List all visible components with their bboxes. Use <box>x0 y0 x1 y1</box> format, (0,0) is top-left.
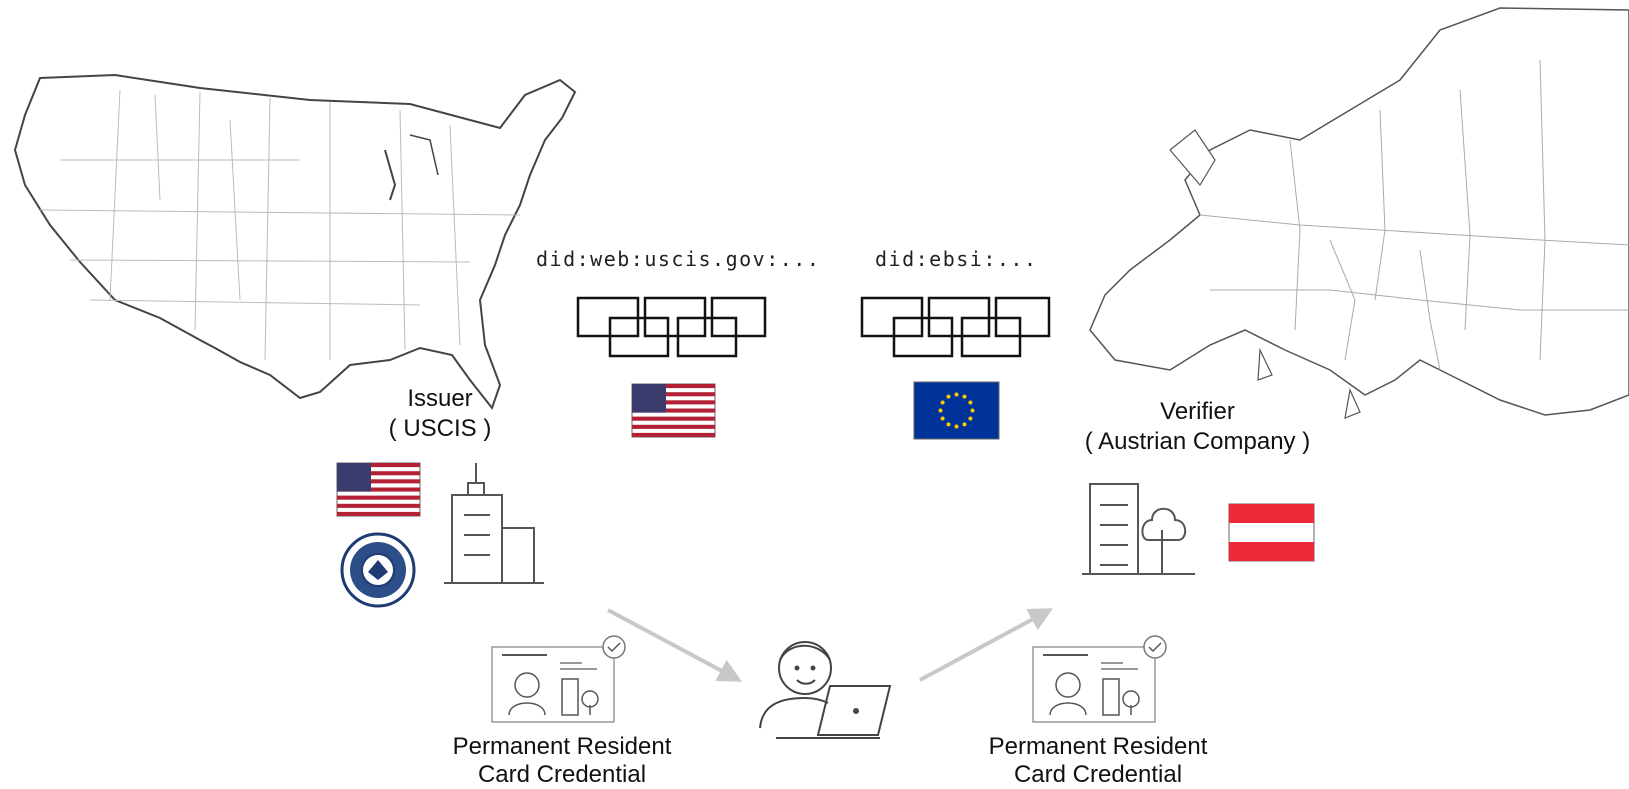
austria-flag-icon <box>1228 503 1315 562</box>
issuer-label: Issuer ( USCIS ) <box>360 384 520 444</box>
credential-card-icon <box>1032 635 1167 723</box>
credential-label-line2: Card Credential <box>477 761 647 788</box>
us-flag-icon <box>631 383 716 438</box>
verifier-label: Verifier ( Austrian Company ) <box>1060 397 1335 457</box>
arrow-icon <box>919 608 1054 682</box>
holder-laptop-icon <box>759 641 892 739</box>
arrow-icon <box>607 608 743 682</box>
us-flag-icon <box>336 462 421 517</box>
credential-label-line1: Permanent Resident <box>988 733 1208 760</box>
ledger-did-us: did:web:uscis.gov:... <box>536 247 821 271</box>
blockchain-icon <box>576 296 767 358</box>
issuer-building-icon <box>444 463 544 584</box>
eu-flag-icon <box>913 381 1000 440</box>
credential-label-line1: Permanent Resident <box>452 733 672 760</box>
credential-label-line2: Card Credential <box>1013 761 1183 788</box>
verifier-name: ( Austrian Company ) <box>1084 428 1311 455</box>
credential-label-issued: Permanent Resident Card Credential <box>412 733 712 789</box>
dhs-seal-icon <box>340 532 416 608</box>
verifier-role: Verifier <box>1160 398 1235 425</box>
verifier-building-icon <box>1082 483 1195 575</box>
europe-map-icon <box>1089 7 1629 419</box>
blockchain-icon <box>860 296 1051 358</box>
credential-card-icon <box>491 635 626 723</box>
credential-label-presented: Permanent Resident Card Credential <box>948 733 1248 789</box>
ledger-did-eu: did:ebsi:... <box>875 247 1038 271</box>
issuer-name: ( USCIS ) <box>388 415 492 442</box>
us-map-icon <box>13 73 577 411</box>
issuer-role: Issuer <box>407 385 473 412</box>
